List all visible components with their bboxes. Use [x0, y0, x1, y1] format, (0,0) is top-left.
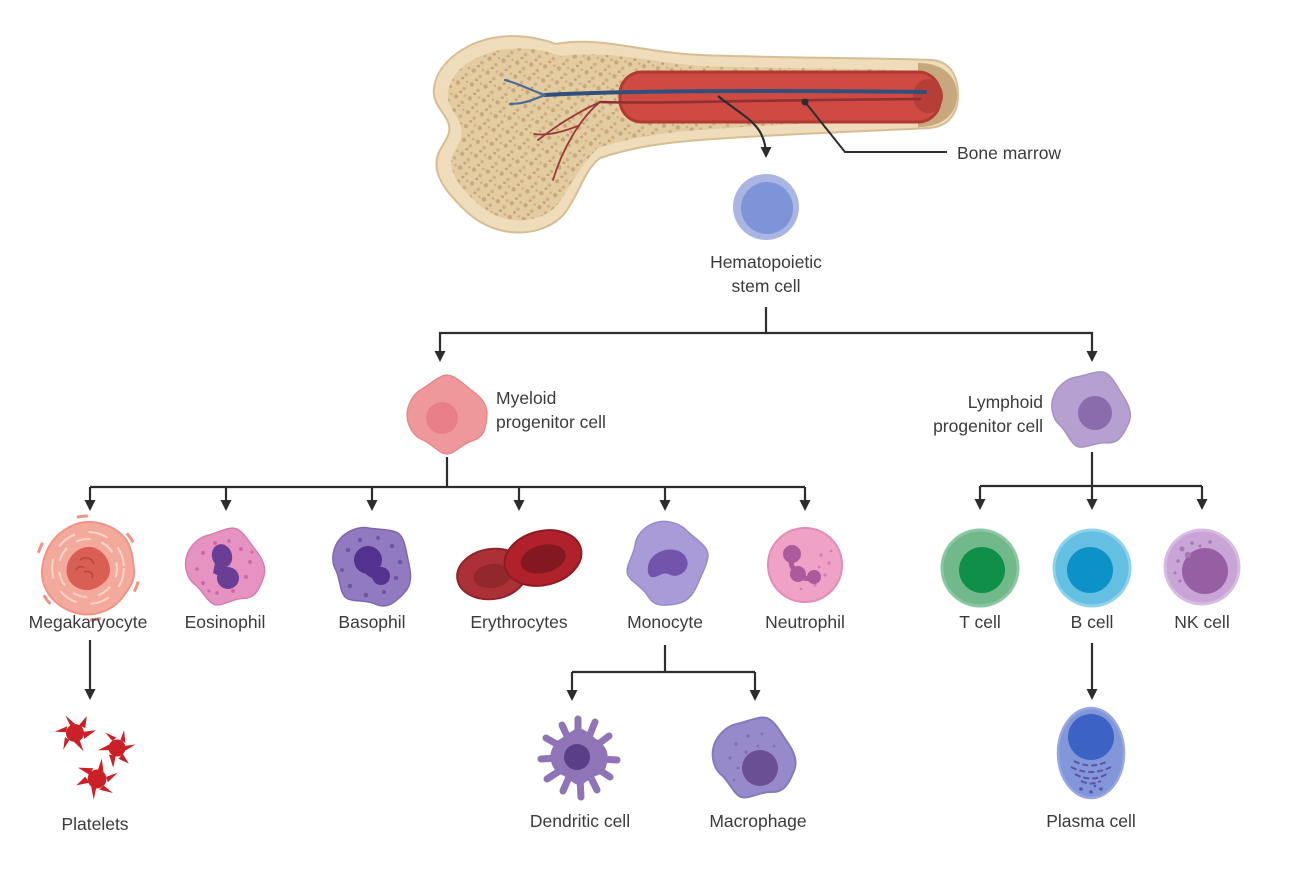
connector-bone-to-stem — [717, 95, 772, 158]
bone-marrow-pointer — [801, 98, 947, 153]
megakaryocyte-cell — [34, 514, 142, 622]
plasma-cell — [1056, 706, 1126, 800]
megakaryocyte-nucleus — [66, 546, 111, 591]
label-neutrophil: Neutrophil — [765, 612, 845, 632]
label-monocyte: Monocyte — [627, 612, 703, 632]
label-nk-cell: NK cell — [1174, 612, 1229, 632]
label-plasma-cell: Plasma cell — [1046, 811, 1135, 831]
monocyte-nucleus — [647, 549, 688, 578]
t-cell — [940, 528, 1020, 608]
macrophage-cell — [700, 704, 808, 811]
erythrocyte-front — [503, 529, 583, 587]
label-stem-line1: Hematopoietic — [710, 252, 822, 272]
label-myeloid-line1: Myeloid — [496, 388, 556, 408]
t-cell-nucleus — [959, 547, 1005, 593]
basophil-nucleus — [354, 546, 390, 585]
label-stem-line2: stem cell — [731, 276, 800, 296]
connector-stem-to-progenitors — [434, 307, 1098, 362]
lymphoid-nucleus — [1078, 396, 1112, 430]
marrow-tip — [913, 79, 943, 113]
rbc-dimple — [473, 563, 512, 589]
dendritic-cell — [537, 715, 621, 801]
connector-monocyte-to-children — [566, 645, 761, 701]
myeloid-nucleus — [426, 402, 458, 434]
blood-vessel-vein — [543, 89, 927, 97]
label-b-cell: B cell — [1071, 612, 1114, 632]
erythrocytes-cells — [456, 529, 583, 601]
texture-dots — [1173, 540, 1212, 583]
texture-dots — [195, 539, 254, 595]
nk-cell-nucleus — [1182, 548, 1228, 594]
vein-branch — [503, 78, 547, 106]
stem-cell-nucleus — [741, 182, 793, 234]
label-platelets: Platelets — [61, 814, 128, 834]
basophil-cell — [312, 506, 432, 626]
label-eosinophil: Eosinophil — [185, 612, 266, 632]
platelets-cells — [51, 710, 143, 808]
neutrophil-nucleus — [783, 545, 821, 584]
b-cell-nucleus — [1067, 547, 1113, 593]
connector-lymphoid-to-children — [974, 452, 1208, 510]
nk-cell — [1163, 528, 1241, 606]
b-cell — [1052, 528, 1132, 608]
rbc-dimple — [520, 544, 566, 574]
macrophage-nucleus — [742, 750, 778, 786]
label-myeloid-line2: progenitor cell — [496, 412, 606, 432]
monocyte-cell — [615, 510, 720, 616]
plasma-nucleus — [1068, 714, 1114, 760]
label-dendritic-cell: Dendritic cell — [530, 811, 630, 831]
myeloid-progenitor-cell — [406, 374, 488, 455]
label-t-cell: T cell — [959, 612, 1001, 632]
edge-fragments — [34, 514, 142, 622]
label-lymphoid-line1: Lymphoid — [968, 392, 1043, 412]
texture-arc — [51, 531, 125, 605]
eosinophil-cell — [175, 517, 275, 616]
platelet — [51, 710, 99, 756]
neutrophil-body — [767, 527, 843, 603]
label-erythrocytes: Erythrocytes — [470, 612, 567, 632]
texture-dots — [799, 549, 833, 591]
blood-vessel-artery — [598, 97, 922, 104]
label-basophil: Basophil — [338, 612, 405, 632]
endoplasmic-reticulum — [1070, 760, 1112, 785]
bone-illustration — [432, 35, 960, 234]
connector-myeloid-to-children — [84, 457, 811, 511]
texture-dots — [1079, 784, 1103, 794]
label-lymphoid-line2: progenitor cell — [933, 416, 1043, 436]
bone-marrow-cavity — [618, 70, 942, 124]
lymphoid-progenitor-cell — [1039, 358, 1143, 461]
label-bone-marrow: Bone marrow — [957, 143, 1061, 163]
nucleus-detail — [75, 557, 95, 579]
label-megakaryocyte: Megakaryocyte — [29, 612, 148, 632]
dendritic-nucleus — [564, 744, 590, 770]
eosinophil-nucleus — [211, 544, 239, 589]
hematopoietic-stem-cell — [733, 174, 799, 240]
label-macrophage: Macrophage — [709, 811, 806, 831]
neutrophil-cell — [767, 527, 843, 603]
platelet — [68, 750, 126, 808]
artery-branch — [533, 101, 601, 181]
texture-arc — [58, 538, 118, 598]
